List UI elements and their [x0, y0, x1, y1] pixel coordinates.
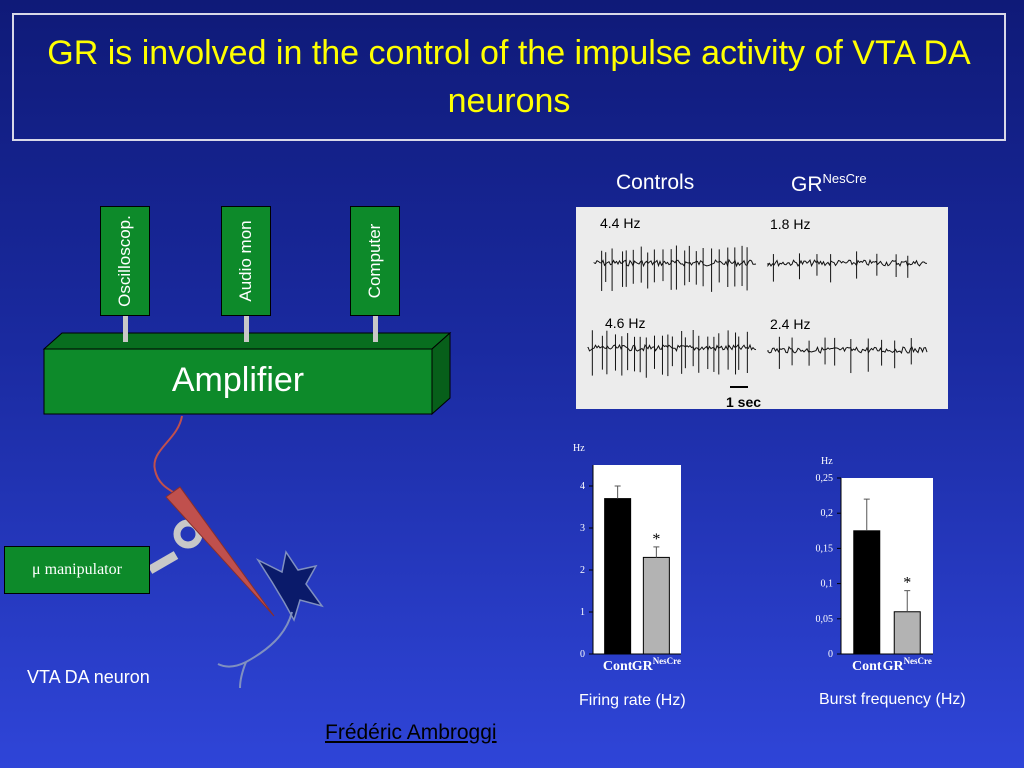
firing-rate-title: Firing rate (Hz): [579, 692, 686, 709]
burst-frequency-title: Burst frequency (Hz): [819, 691, 966, 708]
chart-y-tick-label: 0,15: [816, 543, 834, 554]
oscilloscope-box: Oscilloscop.: [100, 206, 150, 316]
chart-bar: [853, 530, 881, 655]
chart-y-label: Hz: [573, 443, 585, 454]
chart-y-tick-label: 0: [580, 649, 585, 660]
chart-category-label: GRNesCre: [632, 656, 681, 674]
chart-y-tick-label: 0,1: [821, 579, 834, 590]
trace-panel: 4.4 Hz 1.8 Hz 4.6 Hz 2.4 Hz 1 sec: [576, 207, 948, 410]
rate-label-control-2: 4.6 Hz: [605, 315, 646, 331]
chart-bar: [604, 498, 632, 655]
audio-connector: [244, 316, 249, 342]
chart-category-sup: NesCre: [904, 656, 932, 666]
title-box: GR is involved in the control of the imp…: [12, 13, 1006, 141]
chart-bar: [642, 556, 670, 655]
neuron-soma: [255, 550, 324, 622]
trace-noise: [767, 345, 928, 354]
gr-heading: GRNesCre: [791, 171, 867, 197]
author-credit[interactable]: Frédéric Ambroggi: [325, 721, 497, 744]
rate-label-control-1: 4.4 Hz: [600, 215, 641, 231]
chart-y-tick-label: 2: [580, 565, 585, 576]
audio-monitor-box: Audio mon: [221, 206, 271, 316]
neuron: [217, 550, 324, 689]
manipulator-box: μ manipulator: [4, 546, 150, 594]
amplifier-front: [43, 348, 433, 415]
slide-title: GR is involved in the control of the imp…: [47, 34, 971, 120]
chart-y-tick-label: 4: [580, 481, 585, 492]
chart-y-tick-label: 0: [828, 649, 833, 660]
chart-y-tick-label: 0,2: [821, 508, 834, 519]
chart-y-label: Hz: [821, 456, 833, 467]
neuron-axon-branch: [239, 661, 247, 689]
gr-heading-sup: NesCre: [822, 171, 867, 186]
manipulator-label: μ manipulator: [32, 561, 122, 578]
computer-connector: [373, 316, 378, 342]
manipulator-arm: [147, 551, 179, 574]
scale-bar-label: 1 sec: [726, 394, 762, 410]
gr-heading-text: GR: [791, 173, 823, 196]
oscilloscope-connector: [123, 316, 128, 342]
amplifier-label: Amplifier: [171, 361, 305, 399]
electrode: [165, 486, 275, 617]
chart-y-tick-label: 0,05: [816, 614, 834, 625]
trace-svg: [587, 245, 928, 388]
audio-monitor-label: Audio mon: [236, 220, 255, 302]
trace-noise: [767, 258, 928, 268]
chart-category-label: Cont: [603, 659, 633, 674]
spike-traces: [587, 245, 928, 378]
chart-y-tick-label: 0,25: [816, 473, 834, 484]
chart-bar: [893, 611, 921, 655]
chart-category-sup: NesCre: [653, 656, 681, 666]
chart-category-label: GRNesCre: [883, 656, 932, 674]
chart-significance-mark: *: [652, 531, 660, 548]
computer-label: Computer: [365, 223, 384, 299]
chart-y-tick-label: 1: [580, 607, 585, 618]
trace-noise: [593, 258, 757, 268]
oscilloscope-label: Oscilloscop.: [115, 215, 134, 307]
rate-label-gr-1: 1.8 Hz: [770, 216, 811, 232]
neuron-caption: VTA DA neuron: [27, 667, 150, 687]
chart-significance-mark: *: [903, 575, 911, 592]
neuron-axon: [217, 611, 293, 668]
computer-box: Computer: [350, 206, 400, 316]
rate-label-gr-2: 2.4 Hz: [770, 316, 811, 332]
electrode-wire: [153, 415, 183, 496]
chart-y-tick-label: 3: [580, 523, 585, 534]
chart-category-label: Cont: [852, 659, 882, 674]
controls-heading: Controls: [616, 171, 695, 194]
